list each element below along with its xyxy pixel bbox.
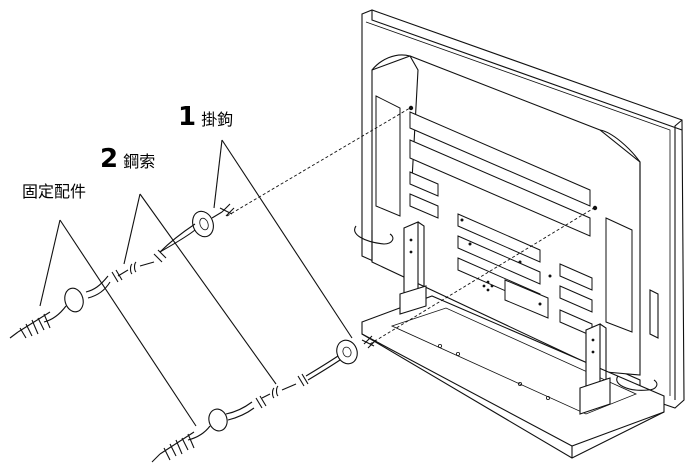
- wall-fixing-screw-icon: [9, 287, 84, 339]
- label-wire-text: 鋼索: [123, 152, 156, 171]
- wire-cable-icon: [85, 223, 196, 299]
- label-fixing: 固定配件: [22, 184, 86, 200]
- hook-eye-bolt-icon: [336, 335, 377, 365]
- label-hook: 1 掛鉤: [178, 104, 233, 130]
- guide-line-upper: [226, 107, 411, 217]
- label-hook-number: 1: [178, 102, 197, 132]
- stand-base-icon: [361, 221, 665, 459]
- label-wire: 2 鋼索: [100, 146, 155, 172]
- wall-fixing-screw-icon: [151, 408, 228, 463]
- label-wire-number: 2: [100, 144, 119, 174]
- guide-line-lower: [369, 207, 595, 345]
- tv-back-panel-icon: [354, 9, 685, 409]
- wire-cable-icon: [225, 355, 341, 421]
- leader-lines: [39, 139, 353, 427]
- label-fixing-text: 固定配件: [22, 182, 87, 201]
- hook-eye-bolt-icon: [192, 203, 235, 238]
- label-hook-text: 掛鉤: [201, 110, 234, 129]
